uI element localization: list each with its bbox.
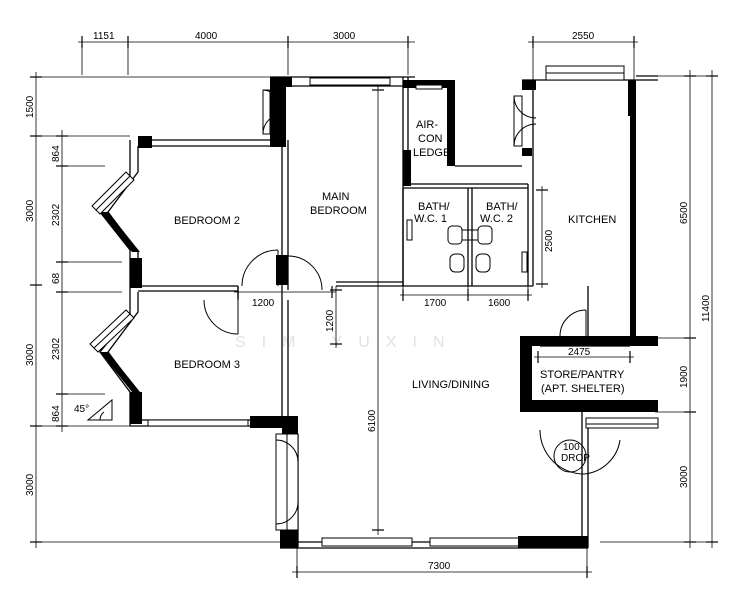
dim-left-3000b: 3000 [25, 343, 36, 366]
label-bath2-2: W.C. 2 [480, 213, 513, 225]
label-bath1-2: W.C. 1 [414, 213, 447, 225]
dim-store-2475: 2475 [568, 347, 591, 358]
dim-left-3000c: 3000 [25, 473, 36, 496]
dim-bottom-7300: 7300 [428, 561, 451, 572]
label-bath2-1: BATH/ [486, 201, 519, 213]
doors [203, 89, 621, 525]
label-drop-1: 100 [563, 442, 580, 453]
label-kitchen: KITCHEN [568, 214, 616, 226]
dim-left-3000a: 3000 [25, 199, 36, 222]
dim-left-68: 68 [51, 272, 62, 284]
label-bedroom-3: BEDROOM 3 [174, 359, 240, 371]
label-aircon-3: LEDGE [413, 147, 450, 159]
walls [89, 65, 659, 549]
room-labels: BEDROOM 2 BEDROOM 3 MAIN BEDROOM AIR- CO… [174, 119, 625, 464]
dim-left-2302b: 2302 [51, 337, 62, 360]
dim-top-4000: 4000 [195, 31, 218, 42]
dim-left-2302a: 2302 [51, 203, 62, 226]
label-main-bedroom-2: BEDROOM [310, 205, 367, 217]
dim-right-3000: 3000 [679, 465, 690, 488]
bathroom-fixtures [447, 225, 493, 273]
dim-top-2550: 2550 [572, 31, 595, 42]
label-store-2: (APT. SHELTER) [541, 383, 625, 395]
dim-right-6500: 6500 [679, 201, 690, 224]
label-drop-2: DROP [561, 453, 590, 464]
label-main-bedroom-1: MAIN [322, 191, 350, 203]
dim-left-1500: 1500 [25, 95, 36, 118]
label-aircon-1: AIR- [416, 119, 438, 131]
dim-bath1-1700: 1700 [424, 298, 447, 309]
dim-right-11400: 11400 [701, 294, 712, 322]
dim-bath2-1600: 1600 [488, 298, 511, 309]
dim-main-6100: 6100 [367, 409, 378, 432]
label-store-1: STORE/PANTRY [540, 369, 625, 381]
dim-corr-1200v: 1200 [325, 309, 336, 332]
label-bath1-1: BATH/ [418, 201, 451, 213]
dim-corr-1200h: 1200 [252, 298, 275, 309]
label-aircon-2: CON [418, 133, 443, 145]
dim-left-864a: 864 [51, 145, 62, 162]
dim-baths-2500: 2500 [544, 229, 555, 252]
label-living-dining: LIVING/DINING [412, 379, 490, 391]
dim-top-3000: 3000 [333, 31, 356, 42]
dimension-labels: 1151 4000 3000 2550 1500 3000 3000 3000 … [25, 31, 712, 572]
dim-right-1900: 1900 [679, 365, 690, 388]
dim-left-864b: 864 [51, 405, 62, 422]
dimension-lines [30, 36, 718, 578]
dim-angle-45: 45° [74, 404, 89, 415]
dim-top-1151: 1151 [93, 31, 115, 42]
angle-marker [86, 398, 113, 421]
watermark: SIM YUXIN [235, 334, 461, 351]
label-bedroom-2: BEDROOM 2 [174, 215, 240, 227]
